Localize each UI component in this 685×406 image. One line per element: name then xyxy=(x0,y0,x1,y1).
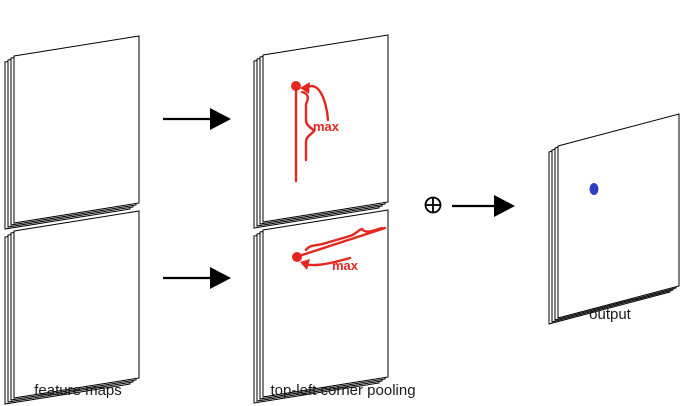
pooling-caption: top-left corner pooling xyxy=(270,382,416,399)
feature-map-stack-bottom xyxy=(5,211,139,404)
right-arrow-icon xyxy=(163,108,231,130)
horizontal-max-pooling: max xyxy=(292,226,387,273)
horizontal-max-label: max xyxy=(332,258,359,273)
feature-map-stack-top xyxy=(5,36,139,229)
output-caption: output xyxy=(589,306,631,323)
output-point xyxy=(589,183,599,195)
vertical-max-label: max xyxy=(313,119,340,134)
feature-maps-caption: feature maps xyxy=(34,382,122,399)
right-arrow-icon xyxy=(163,267,231,289)
pooling-stack-bottom xyxy=(254,210,388,403)
vertical-max-pooling: max xyxy=(291,81,340,183)
output-stack xyxy=(549,114,679,324)
right-arrow-icon xyxy=(452,195,515,217)
oplus-icon xyxy=(424,196,442,214)
